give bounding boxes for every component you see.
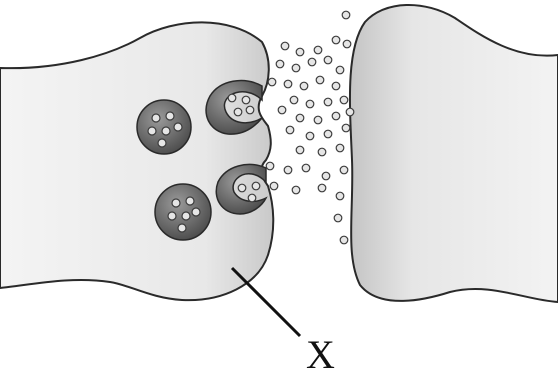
neurotransmitter-molecule [336, 192, 344, 200]
neurotransmitter-molecule [296, 146, 304, 154]
neurotransmitter-molecule [238, 184, 246, 192]
neurotransmitter-molecule [314, 46, 322, 54]
neurotransmitter-molecule [340, 166, 348, 174]
label-pointer-line [232, 268, 300, 336]
neurotransmitter-molecule [343, 40, 351, 48]
neurotransmitter-molecule [314, 116, 322, 124]
neurotransmitter-molecule [292, 64, 300, 72]
neurotransmitter-molecule [324, 56, 332, 64]
neurotransmitter-molecule [268, 78, 276, 86]
molecule [172, 199, 180, 207]
neurotransmitter-molecule [324, 130, 332, 138]
molecule [178, 224, 186, 232]
neurotransmitter-molecule [332, 82, 340, 90]
label-x: X [306, 332, 335, 373]
neurotransmitter-molecule [308, 58, 316, 66]
neurotransmitter-molecule [336, 144, 344, 152]
neurotransmitter-molecule [342, 11, 350, 19]
molecule [186, 197, 194, 205]
neurotransmitter-molecule [284, 80, 292, 88]
neurotransmitter-molecule [281, 42, 289, 50]
postsynaptic-terminal [350, 5, 558, 302]
neurotransmitter-molecule [340, 236, 348, 244]
neurotransmitter-molecule [290, 96, 298, 104]
neurotransmitter-molecule [340, 96, 348, 104]
molecule [162, 127, 170, 135]
neurotransmitter-molecule [334, 214, 342, 222]
neurotransmitter-molecule [234, 108, 242, 116]
molecule [148, 127, 156, 135]
neurotransmitter-molecule [342, 124, 350, 132]
neurotransmitter-molecule [322, 172, 330, 180]
neurotransmitter-molecule [278, 106, 286, 114]
neurotransmitter-molecule [346, 108, 354, 116]
neurotransmitter-molecule [228, 94, 236, 102]
neurotransmitter-molecule [248, 194, 256, 202]
neurotransmitter-molecule [300, 82, 308, 90]
molecule [166, 112, 174, 120]
neurotransmitter-molecule [270, 182, 278, 190]
neurotransmitter-molecule [276, 60, 284, 68]
neurotransmitter-molecule [324, 98, 332, 106]
neurotransmitter-molecule [284, 166, 292, 174]
neurotransmitter-molecule [316, 76, 324, 84]
neurotransmitter-molecule [266, 162, 274, 170]
molecule [168, 212, 176, 220]
neurotransmitter-molecule [246, 106, 254, 114]
neurotransmitter-molecule [306, 100, 314, 108]
molecule [152, 114, 160, 122]
neurotransmitter-molecule [336, 66, 344, 74]
presynaptic-terminal [0, 22, 273, 300]
neurotransmitter-molecule [306, 132, 314, 140]
neurotransmitter-molecule [296, 114, 304, 122]
molecule [182, 212, 190, 220]
neurotransmitter-molecule [286, 126, 294, 134]
neurotransmitter-molecule [318, 148, 326, 156]
molecule [192, 208, 200, 216]
neurotransmitter-molecule [332, 36, 340, 44]
neurotransmitter-molecule [332, 112, 340, 120]
neurotransmitter-molecule [318, 184, 326, 192]
neurotransmitter-molecule [292, 186, 300, 194]
molecule [174, 123, 182, 131]
molecule [158, 139, 166, 147]
neurotransmitter-molecule [296, 48, 304, 56]
neurotransmitter-molecule [242, 96, 250, 104]
neurotransmitter-molecule [252, 182, 260, 190]
neurotransmitter-molecule [302, 164, 310, 172]
